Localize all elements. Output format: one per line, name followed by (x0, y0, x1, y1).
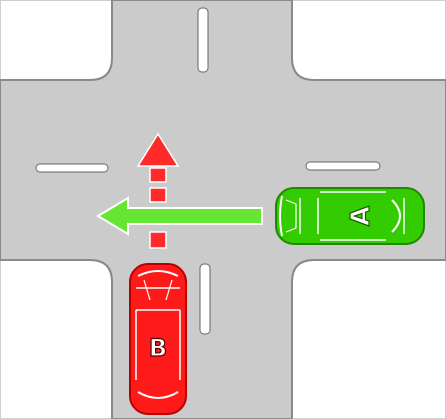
lane-marking-south (199, 263, 211, 335)
vehicle-a: A (275, 187, 425, 245)
lane-markings (35, 7, 381, 335)
lane-marking-east (305, 161, 381, 171)
lane-marking-north (197, 7, 209, 73)
lane-marking-west (35, 163, 109, 173)
vehicle-b: B (129, 263, 187, 415)
vehicle-a-arrow (96, 196, 263, 236)
vehicle-b-label: B (149, 334, 167, 362)
vehicle-a-label: A (346, 206, 376, 226)
